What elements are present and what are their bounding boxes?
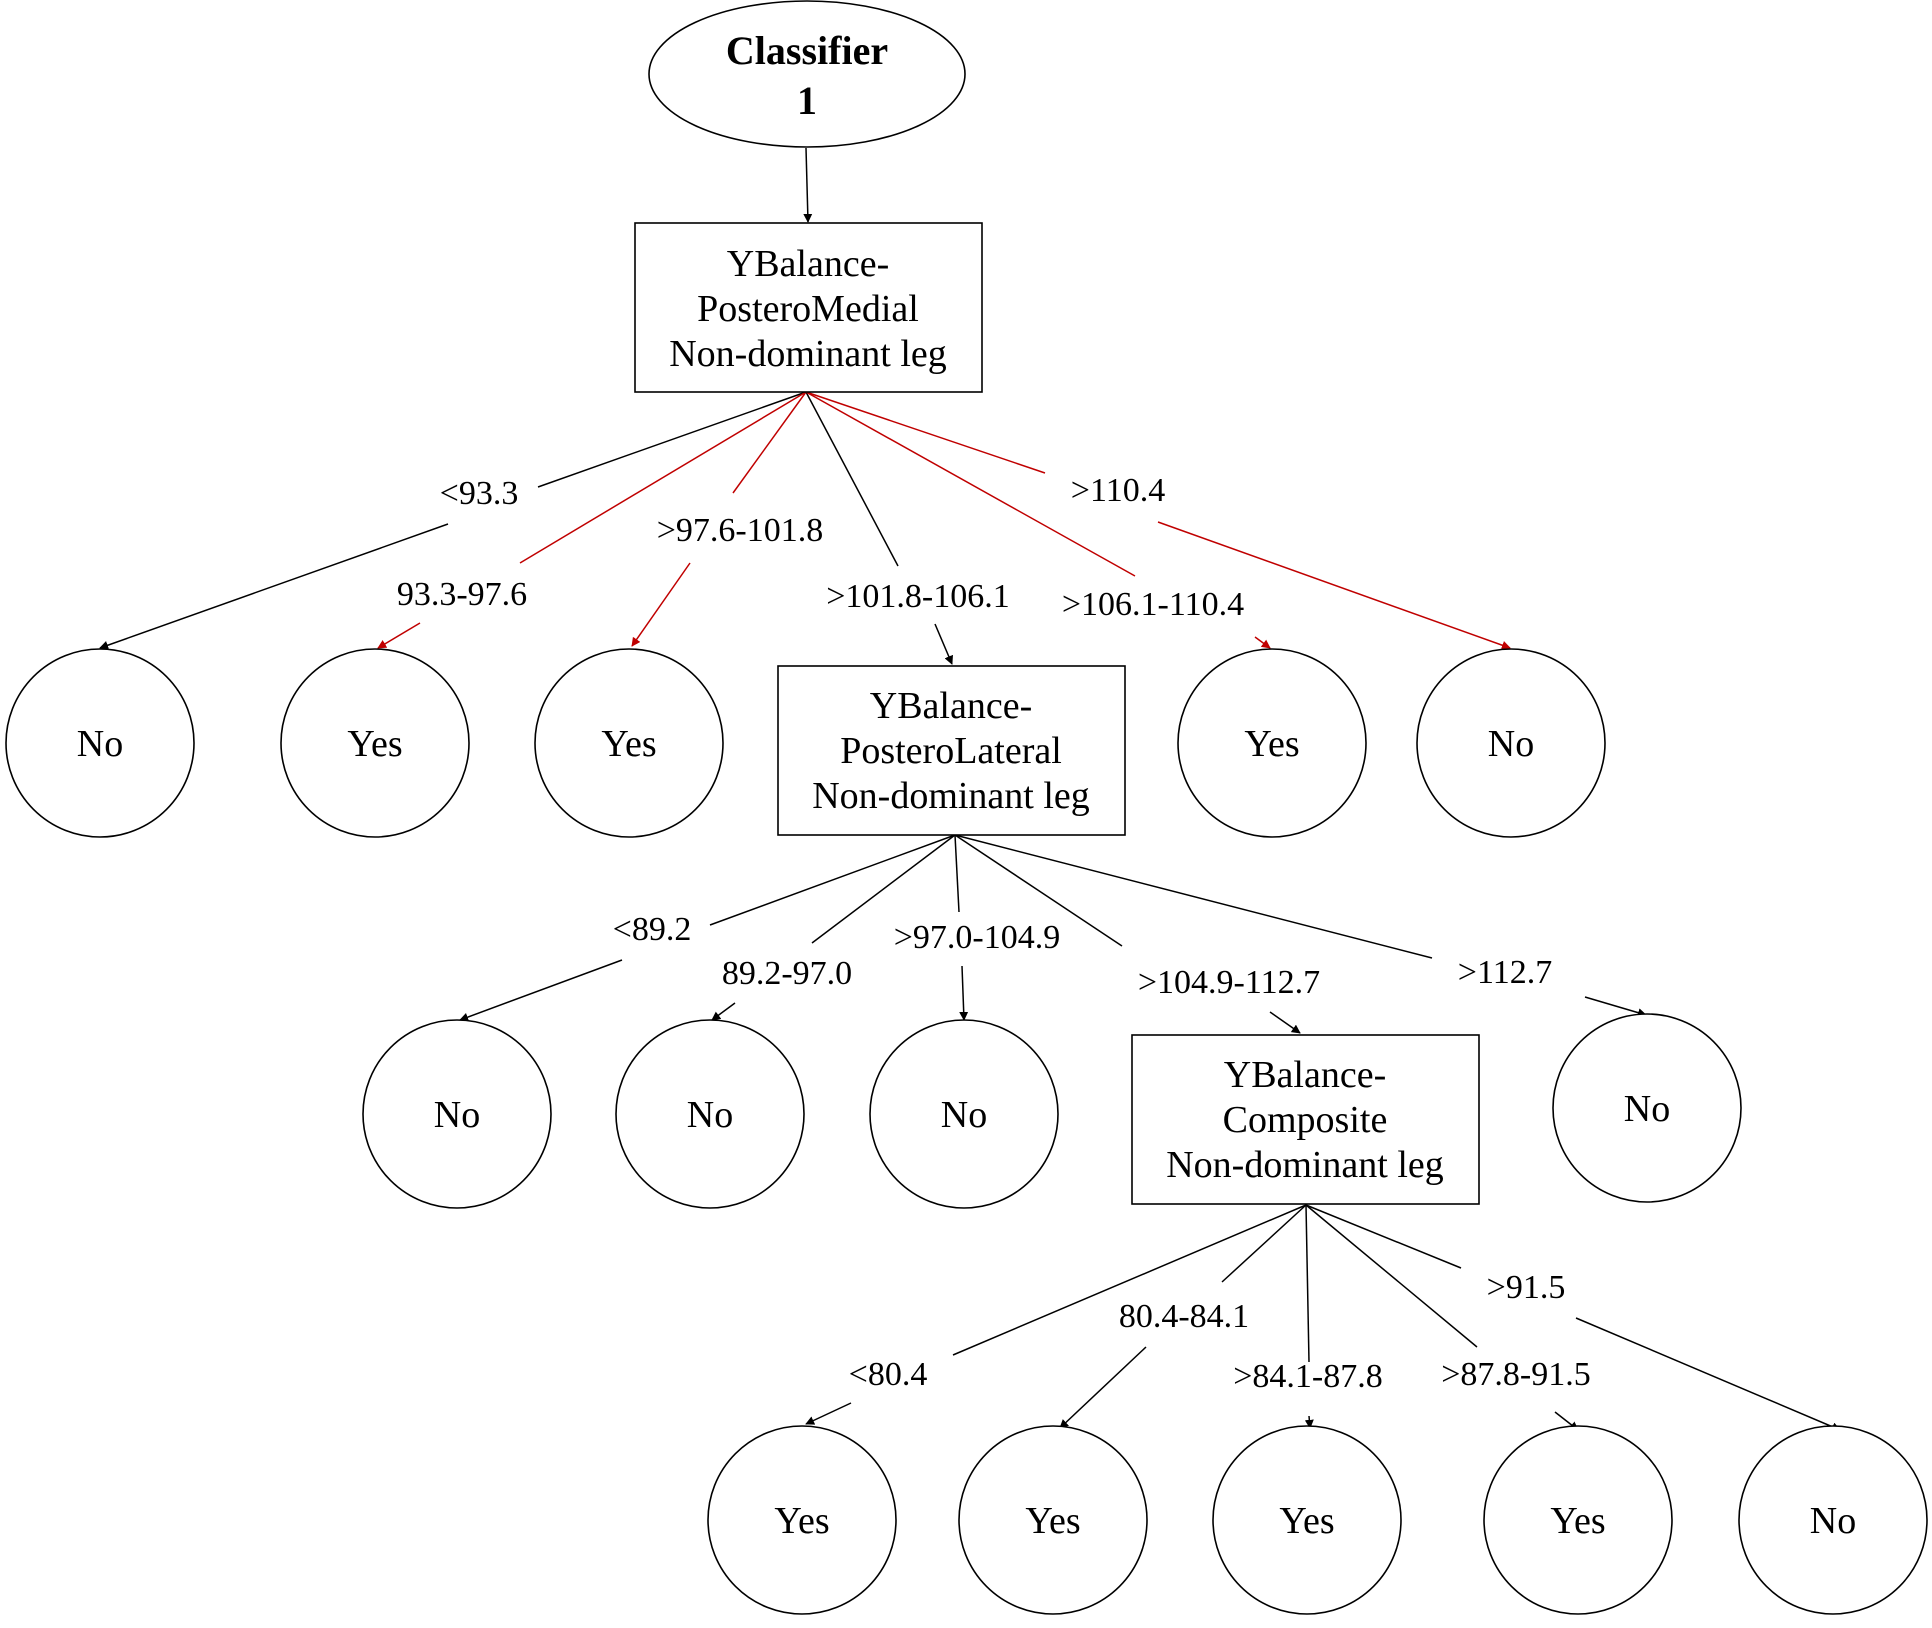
leaf-node: Yes (1177, 648, 1367, 838)
leaf-node: Yes (534, 648, 724, 838)
node-posterolateral: YBalance- PosteroLateral Non-dominant le… (777, 665, 1126, 836)
leaf-node: No (1738, 1425, 1928, 1615)
edge-label-comp-lt80: <80.4 (849, 1356, 928, 1393)
edge-label-pl-97-104: >97.0-104.9 (894, 919, 1061, 956)
posterolateral-line2: PosteroLateral (840, 730, 1062, 772)
edge-pl-104-112-tail (1269, 1011, 1301, 1034)
posterolateral-line1: YBalance- (870, 685, 1032, 727)
edge-comp-80-84 (1221, 1204, 1307, 1283)
leaf-node: Yes (1212, 1425, 1402, 1615)
edge-pl-lt89 (709, 834, 956, 926)
edge-label-comp-gt91: >91.5 (1487, 1269, 1566, 1306)
leaf-label: No (1488, 723, 1534, 765)
edge-pm-106-110 (805, 391, 1136, 577)
leaf-node: Yes (1483, 1425, 1673, 1615)
leaf-label: No (687, 1094, 733, 1136)
edge-label-comp-80-84: 80.4-84.1 (1119, 1298, 1249, 1335)
edge-label-pm-93-97: 93.3-97.6 (397, 576, 527, 613)
leaf-node: No (1552, 1013, 1742, 1203)
leaf-label: Yes (1025, 1500, 1080, 1542)
root-label-line1: Classifier (726, 28, 888, 73)
edge-comp-gt91 (1305, 1204, 1462, 1269)
edge-pl-89-97-tail (711, 1002, 736, 1021)
edge-pl-gt112 (954, 834, 1433, 959)
leaf-node: No (615, 1019, 805, 1209)
leaf-node: Yes (707, 1425, 897, 1615)
edge-label-pm-97-101: >97.6-101.8 (657, 512, 824, 549)
node-composite: YBalance- Composite Non-dominant leg (1131, 1034, 1480, 1205)
edge-label-pm-lt93: <93.3 (440, 475, 519, 512)
edge-pm-106-110-tail (1254, 636, 1271, 649)
root-label-line2: 1 (797, 78, 817, 123)
edge-comp-gt91-tail (1575, 1317, 1841, 1431)
edge-pm-97-101-tail (631, 562, 691, 647)
edge-pl-104-112 (954, 834, 1123, 947)
edge-comp-84-87 (1305, 1204, 1310, 1363)
leaf-label: No (434, 1094, 480, 1136)
edge-pm-lt93 (537, 391, 807, 488)
edge-pm-97-101 (732, 391, 807, 494)
edge-label-pm-gt110: >110.4 (1071, 472, 1165, 509)
edge-pm-101-106 (805, 391, 899, 567)
leaf-label: No (1810, 1500, 1856, 1542)
leaf-label: No (941, 1094, 987, 1136)
leaf-label: No (1624, 1088, 1670, 1130)
edge-comp-lt80-tail (805, 1402, 852, 1425)
leaf-node: No (869, 1019, 1059, 1209)
leaf-node: No (362, 1019, 552, 1209)
edge-pm-gt110-tail (1157, 521, 1511, 650)
leaf-node: Yes (280, 648, 470, 838)
root-node: Classifier 1 (648, 0, 966, 148)
edge-comp-87-91 (1305, 1204, 1478, 1348)
leaf-label: Yes (347, 723, 402, 765)
edge-root-to-posteromedial (803, 147, 813, 223)
edge-pm-gt110 (805, 391, 1046, 474)
leaf-node: Yes (958, 1425, 1148, 1615)
edge-label-pl-gt112: >112.7 (1458, 954, 1552, 991)
posterolateral-line3: Non-dominant leg (812, 775, 1090, 817)
edge-pm-93-97 (519, 391, 807, 564)
edge-pm-lt93-tail (99, 523, 449, 650)
edge-pl-97-104 (954, 834, 960, 913)
edge-comp-lt80 (952, 1204, 1307, 1356)
leaf-label: Yes (1244, 723, 1299, 765)
edge-label-pl-lt89: <89.2 (613, 911, 692, 948)
leaf-label: Yes (1550, 1500, 1605, 1542)
leaf-label: Yes (601, 723, 656, 765)
edge-label-pl-89-97: 89.2-97.0 (722, 955, 852, 992)
edge-label-pl-104-112: >104.9-112.7 (1138, 964, 1320, 1001)
edge-label-comp-87-91: >87.8-91.5 (1441, 1356, 1591, 1393)
edge-pl-lt89-tail (459, 959, 623, 1022)
edge-label-pm-101-106: >101.8-106.1 (826, 578, 1010, 615)
edge-pl-gt112-tail (1584, 996, 1647, 1018)
posteromedial-line3: Non-dominant leg (669, 333, 947, 375)
leaf-node: No (1416, 648, 1606, 838)
node-posteromedial: YBalance- PosteroMedial Non-dominant leg (634, 222, 983, 393)
edge-pl-97-104-tail (959, 965, 969, 1021)
leaf-label: No (77, 723, 123, 765)
leaf-label: Yes (774, 1500, 829, 1542)
edge-label-comp-84-87: >84.1-87.8 (1233, 1358, 1383, 1395)
leaf-label: Yes (1279, 1500, 1334, 1542)
edge-comp-80-84-tail (1059, 1346, 1147, 1429)
composite-line1: YBalance- (1224, 1054, 1386, 1096)
composite-line3: Non-dominant leg (1166, 1144, 1444, 1186)
leaf-node: No (5, 648, 195, 838)
edge-pm-93-97-tail (377, 622, 421, 649)
edge-pl-89-97 (811, 834, 956, 944)
posteromedial-line2: PosteroMedial (697, 288, 919, 330)
edge-pm-101-106-tail (934, 623, 953, 665)
composite-line2: Composite (1223, 1099, 1388, 1141)
posteromedial-line1: YBalance- (727, 243, 889, 285)
edge-label-pm-106-110: >106.1-110.4 (1062, 586, 1244, 623)
